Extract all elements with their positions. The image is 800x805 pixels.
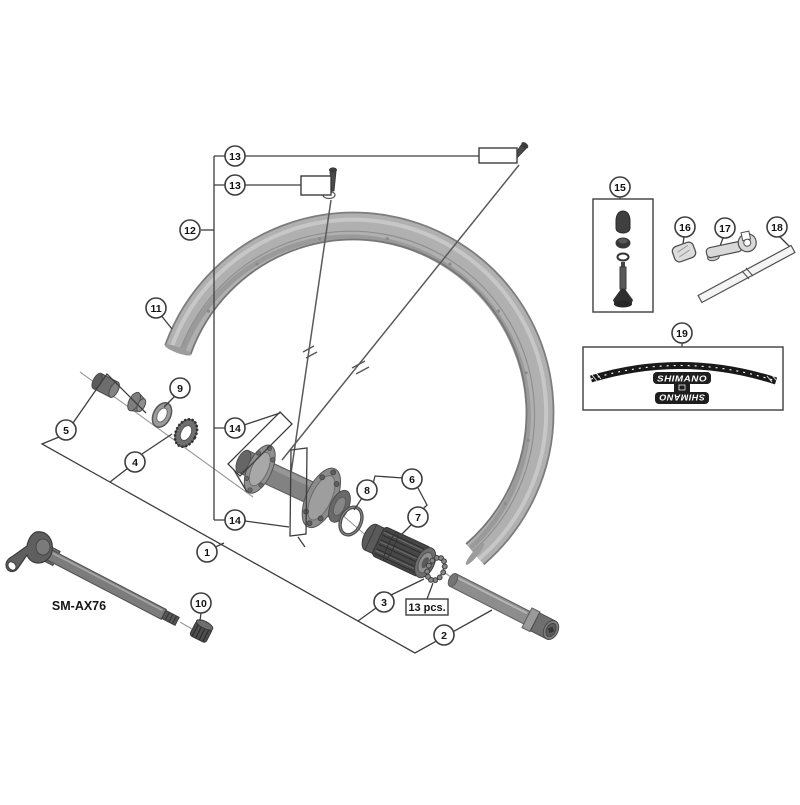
svg-text:11: 11 <box>150 303 161 315</box>
brand-logo-bottom: SHIMANO <box>659 393 705 402</box>
callout-17: 17 <box>714 217 736 239</box>
spoke-wrench-tool <box>705 230 757 262</box>
spoke-rear <box>281 164 520 461</box>
callout-1: 1 <box>196 541 218 563</box>
left-flange-spoke-holes <box>243 445 276 493</box>
callout-7: 7 <box>407 506 429 528</box>
spoke-front <box>289 199 332 481</box>
callout-2: 2 <box>433 624 455 646</box>
svg-text:12: 12 <box>184 225 196 237</box>
svg-text:16: 16 <box>679 222 691 234</box>
pcs-box <box>405 598 449 616</box>
valve-cap-tool <box>671 241 697 263</box>
callout-6: 6 <box>401 468 423 490</box>
seal-washer <box>151 402 173 428</box>
svg-text:4: 4 <box>132 457 138 469</box>
callout-4: 4 <box>124 451 146 473</box>
svg-text:1: 1 <box>204 547 210 559</box>
callout-boxes <box>300 147 518 616</box>
svg-text:18: 18 <box>771 222 783 234</box>
freehub-splines <box>374 530 429 575</box>
rotor-mount-holes <box>303 469 340 527</box>
flange-callout-box-left <box>227 411 293 477</box>
svg-text:14: 14 <box>229 515 241 527</box>
callout-5: 5 <box>55 419 77 441</box>
callout-10: 10 <box>190 592 212 614</box>
axle-shaft <box>447 573 560 640</box>
callout-13: 13 <box>224 145 246 167</box>
axle-model-label: SM-AX76 <box>52 599 106 613</box>
serrated-washer-stack <box>424 554 448 584</box>
svg-text:10: 10 <box>195 598 207 610</box>
svg-text:19: 19 <box>676 328 688 340</box>
callout-12: 12 <box>179 219 201 241</box>
callout-11: 11 <box>145 297 167 319</box>
end-cap-nut <box>189 619 214 643</box>
callout-9: 9 <box>169 377 191 399</box>
svg-text:7: 7 <box>415 512 421 524</box>
callout-3: 3 <box>373 591 395 613</box>
svg-text:17: 17 <box>719 223 731 235</box>
rim-strip <box>697 244 796 304</box>
svg-text:9: 9 <box>177 383 183 395</box>
nipple-box-front <box>300 175 332 196</box>
callout-8: 8 <box>356 479 378 501</box>
rim-right-tip <box>465 543 485 565</box>
valve-cap <box>615 210 631 234</box>
spokes <box>281 164 520 481</box>
svg-text:2: 2 <box>441 630 447 642</box>
svg-text:8: 8 <box>364 485 370 497</box>
o-ring <box>338 505 364 537</box>
svg-text:6: 6 <box>409 474 415 486</box>
thru-axle-lever <box>5 531 53 573</box>
callout-15: 15 <box>609 176 631 198</box>
svg-text:14: 14 <box>229 423 241 435</box>
spoke-break-marks <box>302 345 370 375</box>
brand-logo-top: SHIMANO <box>657 375 707 384</box>
flange-callout-box-right <box>289 447 308 537</box>
rim-left-tip <box>164 344 192 356</box>
rim-arc <box>164 211 555 566</box>
callout-19: 19 <box>671 322 693 344</box>
svg-text:13: 13 <box>229 151 241 163</box>
rim-tape-box: SHIMANO SHIMANO <box>582 346 784 411</box>
svg-text:5: 5 <box>63 425 69 437</box>
callout-13: 13 <box>224 174 246 196</box>
valve-stem <box>613 262 633 308</box>
thru-axle <box>5 531 180 626</box>
callout-14: 14 <box>224 509 246 531</box>
nipple-box-rear <box>478 147 518 164</box>
valve-o-ring <box>616 252 630 262</box>
svg-text:3: 3 <box>381 597 387 609</box>
callout-18: 18 <box>766 216 788 238</box>
callout-16: 16 <box>674 216 696 238</box>
svg-text:13: 13 <box>229 180 241 192</box>
svg-text:15: 15 <box>614 182 626 194</box>
rim-spoke-holes <box>206 237 530 506</box>
valve-kit-box <box>592 198 654 313</box>
shimano-sticker: SHIMANO SHIMANO <box>653 372 711 404</box>
callout-14: 14 <box>224 417 246 439</box>
serrated-lock-ring <box>173 418 199 448</box>
washer-count-label: 13 pcs. <box>408 602 445 614</box>
